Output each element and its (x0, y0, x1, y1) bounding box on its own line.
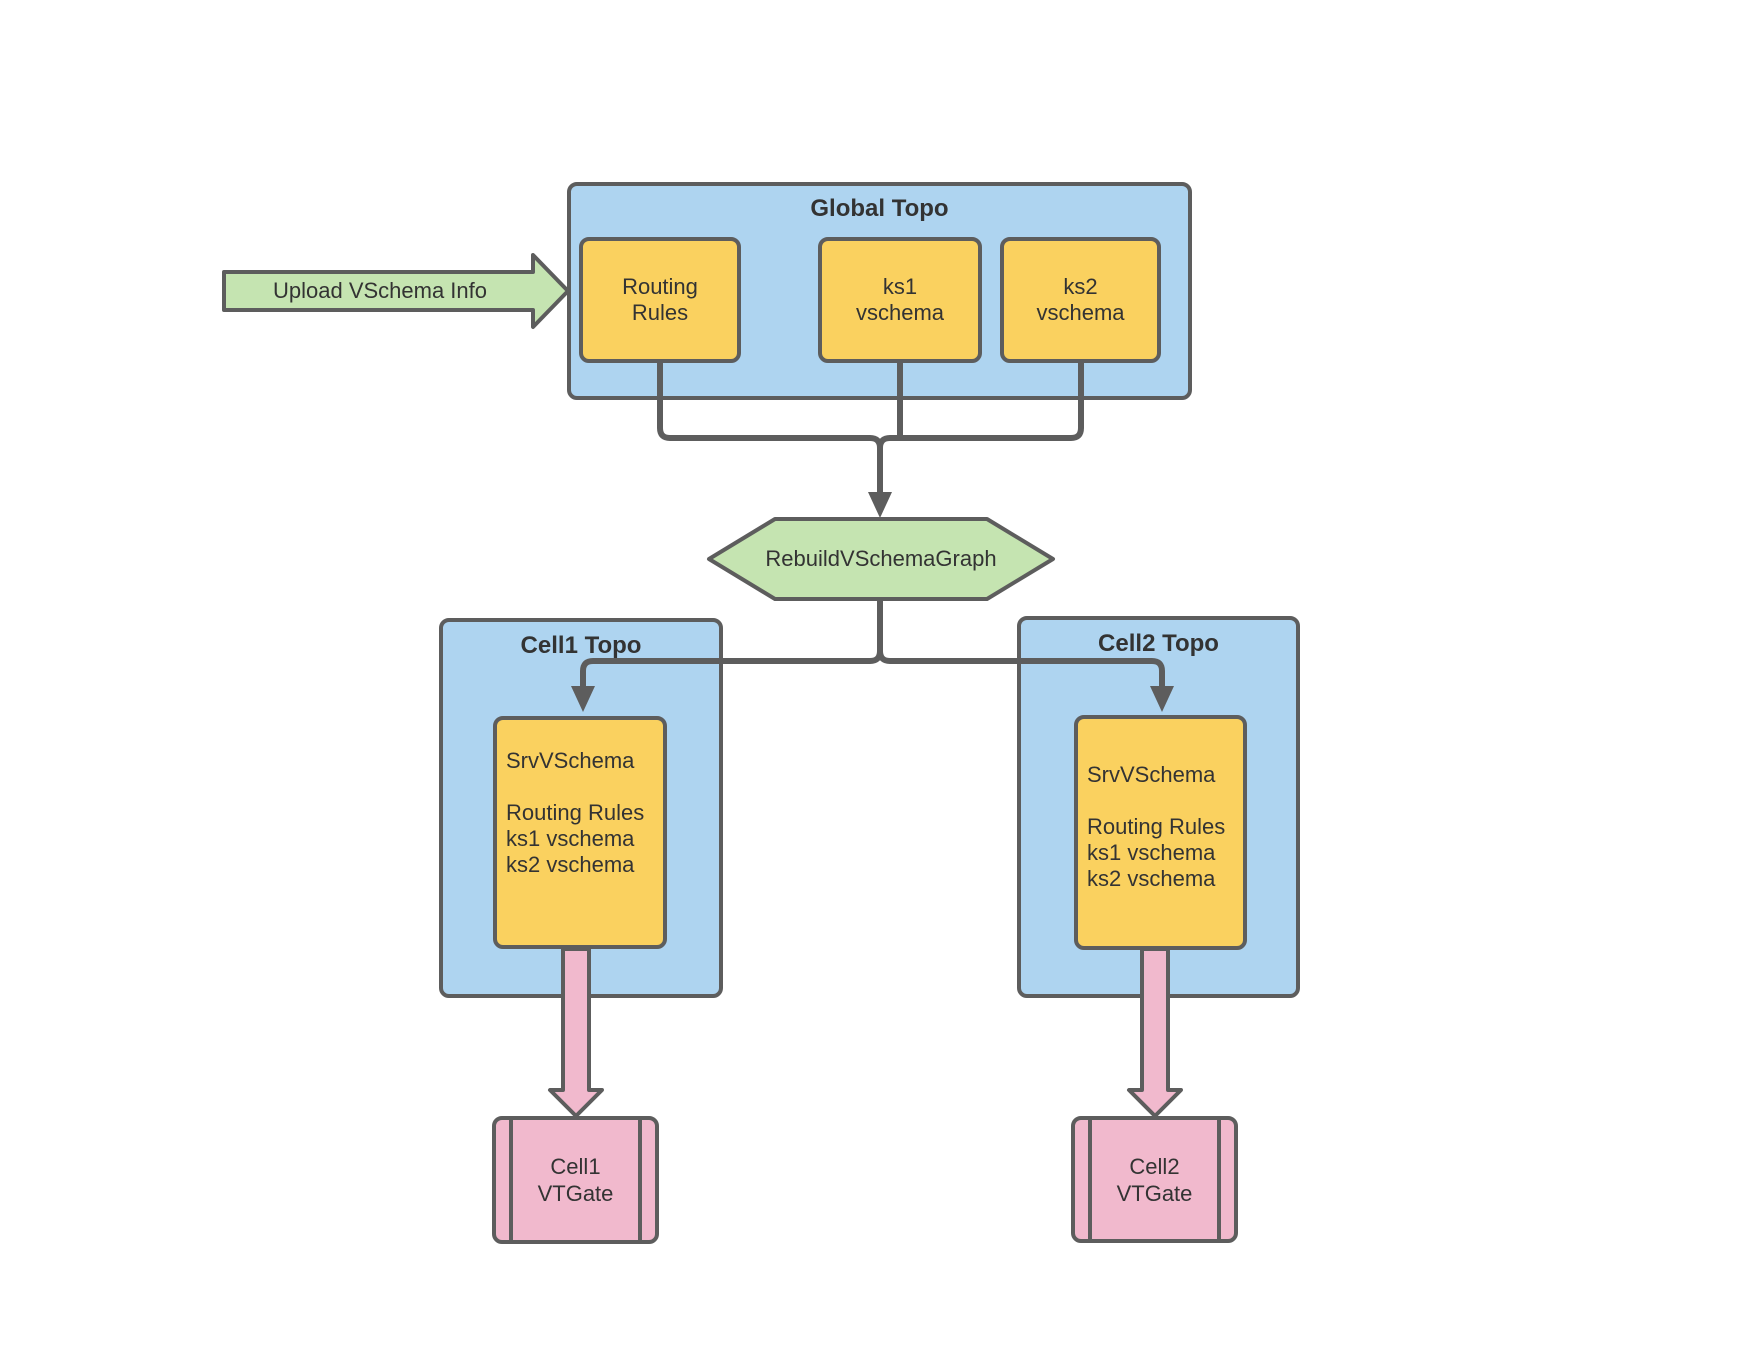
cell2-vtgate-box: Cell2 VTGate (1071, 1116, 1238, 1243)
vtgate-side-rail (638, 1120, 642, 1240)
arrowhead-into-rebuild (868, 492, 892, 518)
cell2-topo-title: Cell2 Topo (1098, 630, 1219, 657)
cell1-vtgate-label: Cell1 VTGate (537, 1154, 614, 1206)
upload-vschema-arrow-label: Upload VSchema Info (272, 278, 488, 303)
ks1-vschema-box: ks1 vschema (818, 237, 982, 363)
cell2-srvvschema-box: SrvVSchema Routing Rules ks1 vschema ks2… (1074, 715, 1247, 950)
global-topo-title: Global Topo (810, 195, 949, 222)
routing-rules-box: Routing Rules (579, 237, 741, 363)
cell1-topo-title: Cell1 Topo (520, 632, 642, 659)
ks2-vschema-box: ks2 vschema (1000, 237, 1161, 363)
cell2-vtgate-label: Cell2 VTGate (1116, 1153, 1193, 1206)
vtgate-side-rail (509, 1120, 513, 1240)
cell1-vtgate-box: Cell1 VTGate (492, 1116, 659, 1244)
vtgate-side-rail (1088, 1120, 1092, 1239)
rebuild-vschemagraph-label: RebuildVSchemaGraph (765, 546, 997, 571)
vtgate-side-rail (1217, 1120, 1221, 1239)
cell1-srvvschema-box: SrvVSchema Routing Rules ks1 vschema ks2… (493, 716, 667, 949)
